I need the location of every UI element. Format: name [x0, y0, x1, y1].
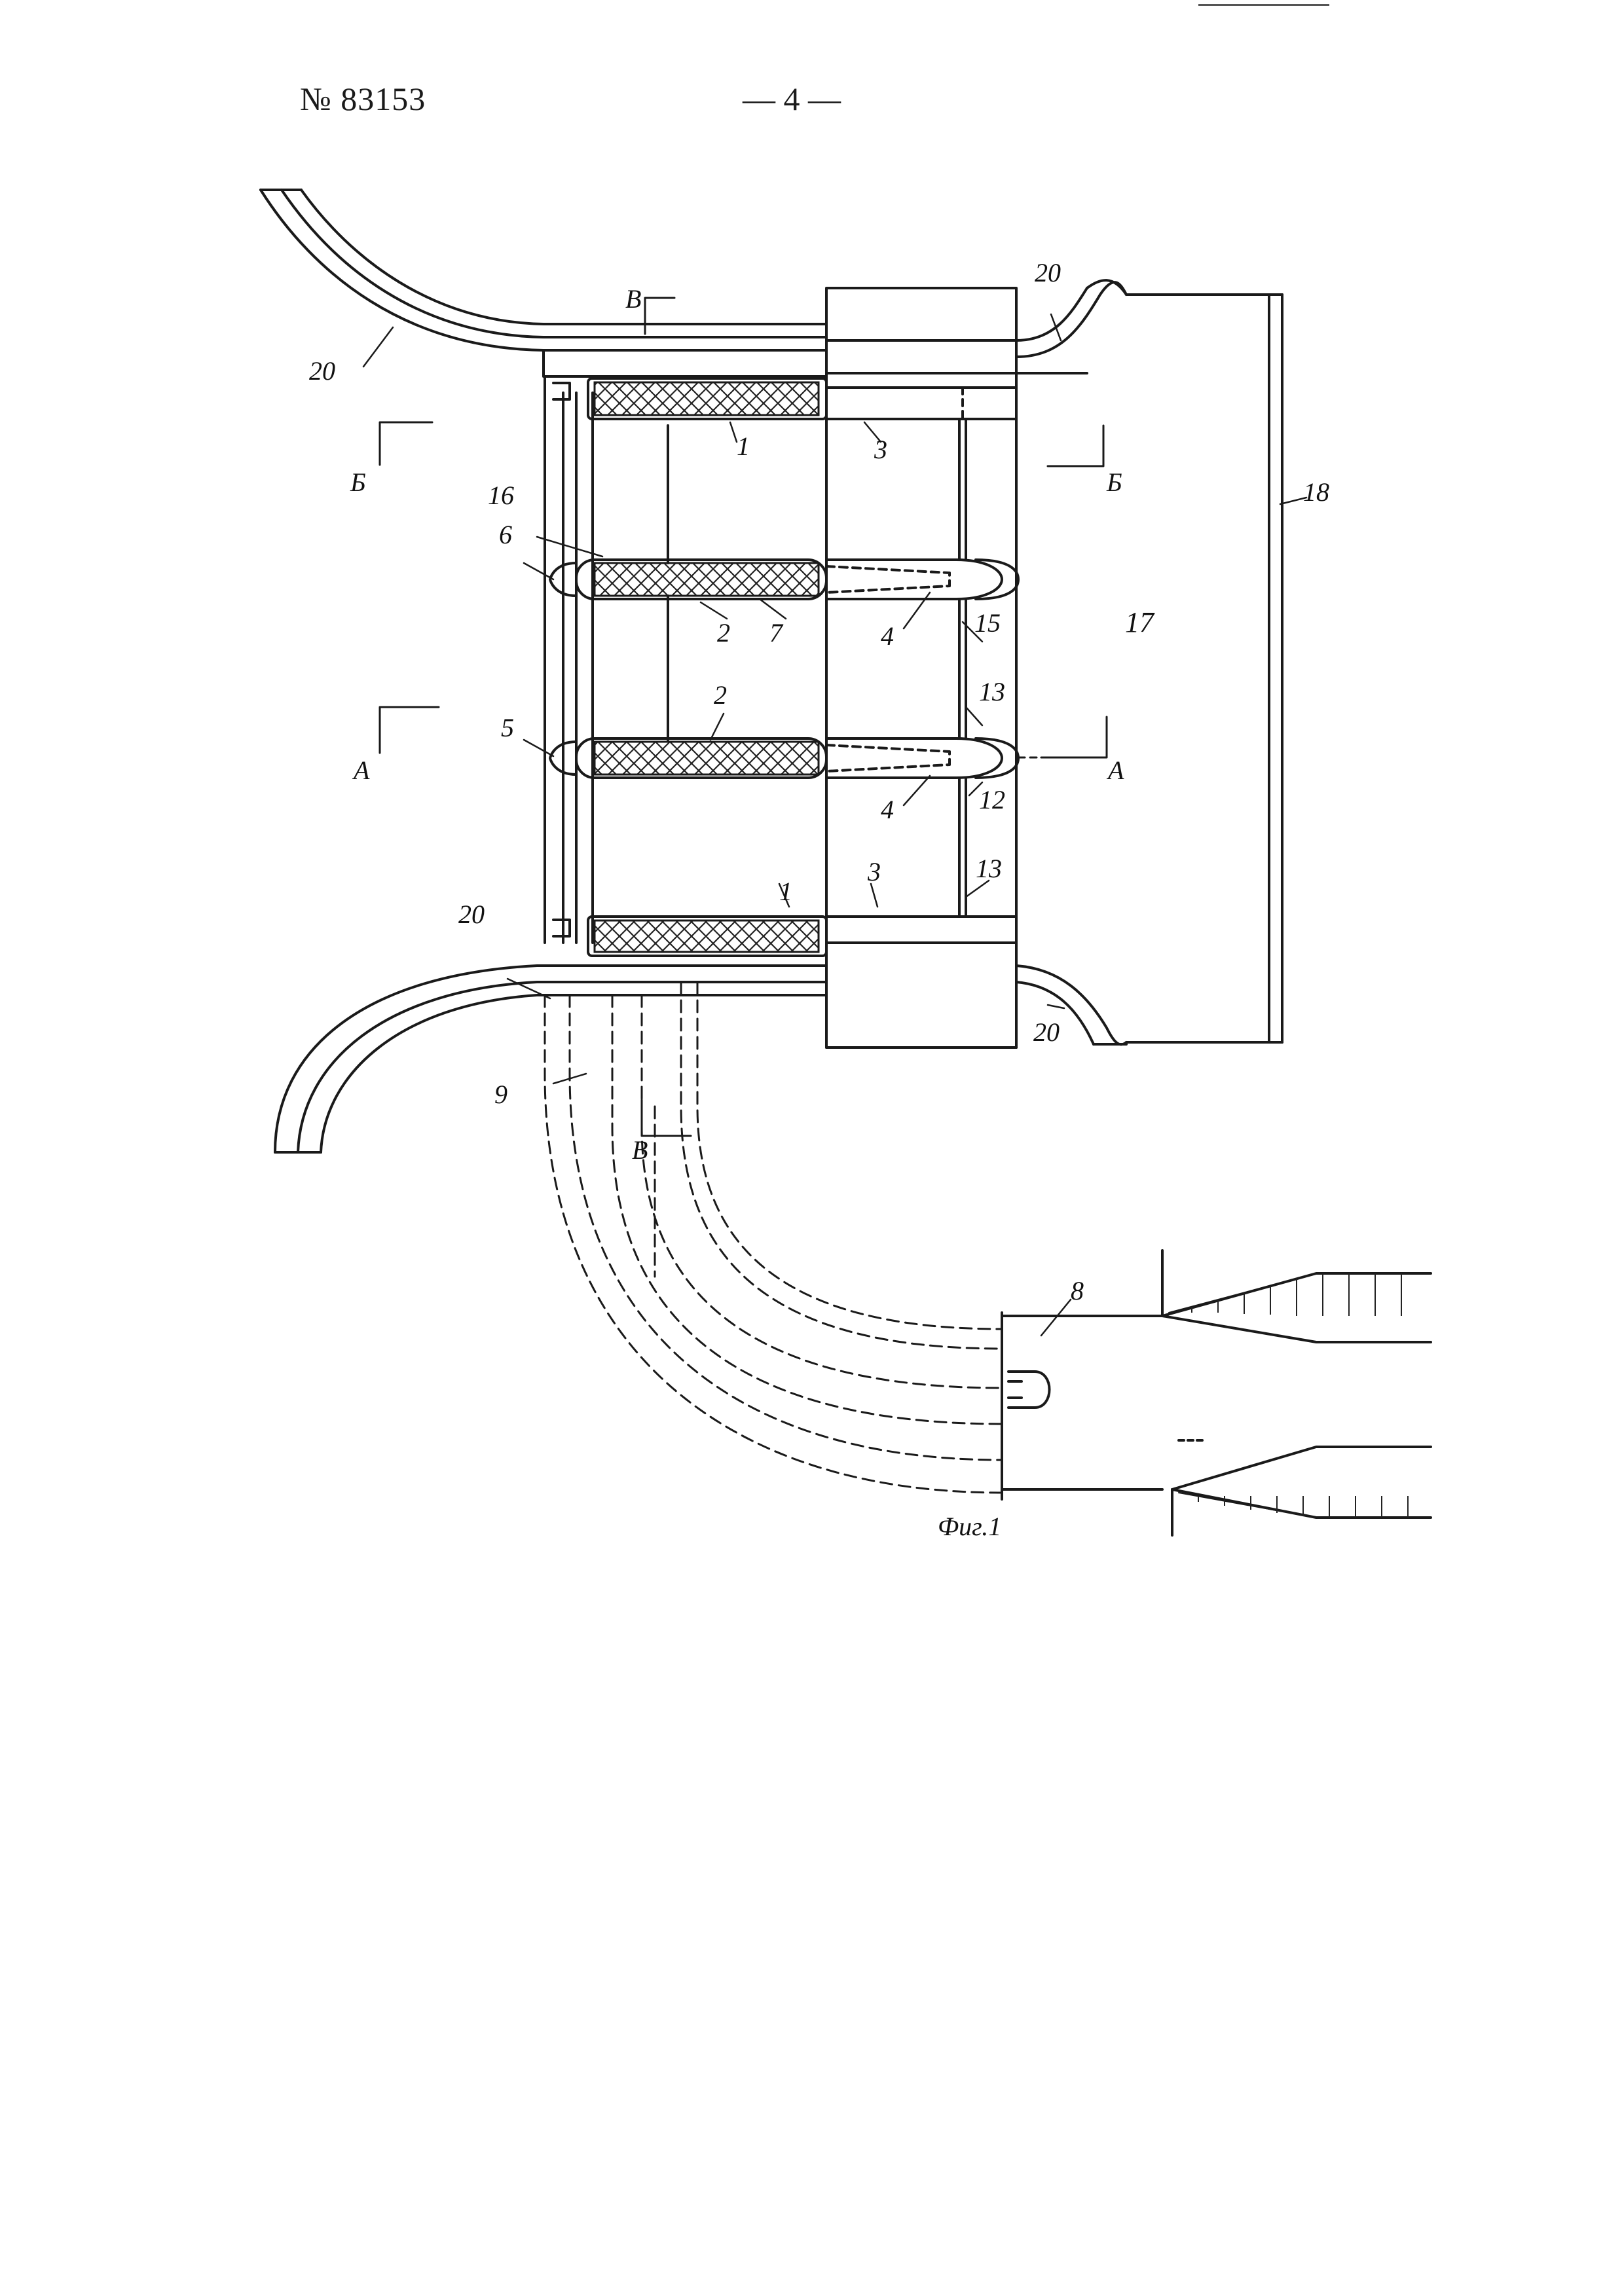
tube-2-upper	[575, 558, 1020, 600]
label-18: 18	[1303, 477, 1329, 507]
upper-left-duct	[259, 189, 826, 378]
tube-1-bottom	[587, 915, 1018, 957]
label-12: 12	[979, 785, 1005, 814]
label-1-top: 1	[737, 431, 750, 461]
label-section-a-right: А	[1106, 756, 1124, 785]
label-2-upper: 2	[717, 618, 730, 647]
chamber-17	[1015, 293, 1283, 1044]
label-20-upper-left: 20	[309, 356, 335, 386]
figure-caption: Фиг.1	[938, 1512, 1001, 1541]
lower-right-duct	[1015, 964, 1128, 1046]
label-section-b-right: Б	[1106, 467, 1122, 497]
tube-1-top	[587, 377, 1018, 420]
label-13-lower: 13	[976, 854, 1002, 883]
patent-number: № 83153	[300, 81, 426, 117]
label-4-upper: 4	[881, 621, 894, 651]
label-5: 5	[501, 713, 514, 742]
top-rule	[1198, 4, 1329, 6]
upper-right-duct	[1015, 279, 1128, 374]
label-17: 17	[1125, 606, 1155, 638]
label-9: 9	[494, 1080, 507, 1109]
nozzle-8	[1001, 1249, 1432, 1537]
label-1-bottom: 1	[779, 877, 792, 906]
label-section-v-bottom: В	[632, 1135, 648, 1165]
label-20-lower-right: 20	[1033, 1017, 1060, 1047]
page-number: — 4 —	[743, 81, 841, 117]
leader-lines	[362, 313, 1308, 1337]
label-15: 15	[974, 608, 1001, 638]
label-2-lower: 2	[714, 680, 727, 710]
joints-left	[549, 382, 578, 938]
label-20-lower-left: 20	[458, 900, 485, 929]
label-16: 16	[488, 481, 514, 510]
lower-left-duct	[274, 964, 826, 1154]
manifold-16	[544, 375, 669, 944]
label-3-bottom: 3	[867, 857, 881, 886]
section-markers	[378, 297, 1108, 1137]
label-3-top: 3	[874, 435, 887, 464]
hatched-inserts	[593, 381, 820, 953]
pipe-9	[544, 981, 1003, 1494]
label-section-a-left: А	[352, 756, 370, 785]
block-3	[825, 287, 1018, 1049]
label-4-lower: 4	[881, 795, 894, 824]
label-20-upper-right: 20	[1035, 258, 1061, 287]
nozzle-hatch	[1191, 1273, 1409, 1518]
figure-labels: 20 20 20 20 В В Б Б А А 1 1 3 3 16 6 5 2…	[309, 258, 1329, 1541]
label-6: 6	[499, 520, 512, 549]
label-8: 8	[1071, 1276, 1084, 1305]
label-7: 7	[769, 618, 784, 647]
label-section-v-top: В	[625, 284, 641, 314]
label-section-b-left: Б	[350, 467, 366, 497]
rods-15	[958, 418, 967, 918]
label-13-upper: 13	[979, 677, 1005, 706]
